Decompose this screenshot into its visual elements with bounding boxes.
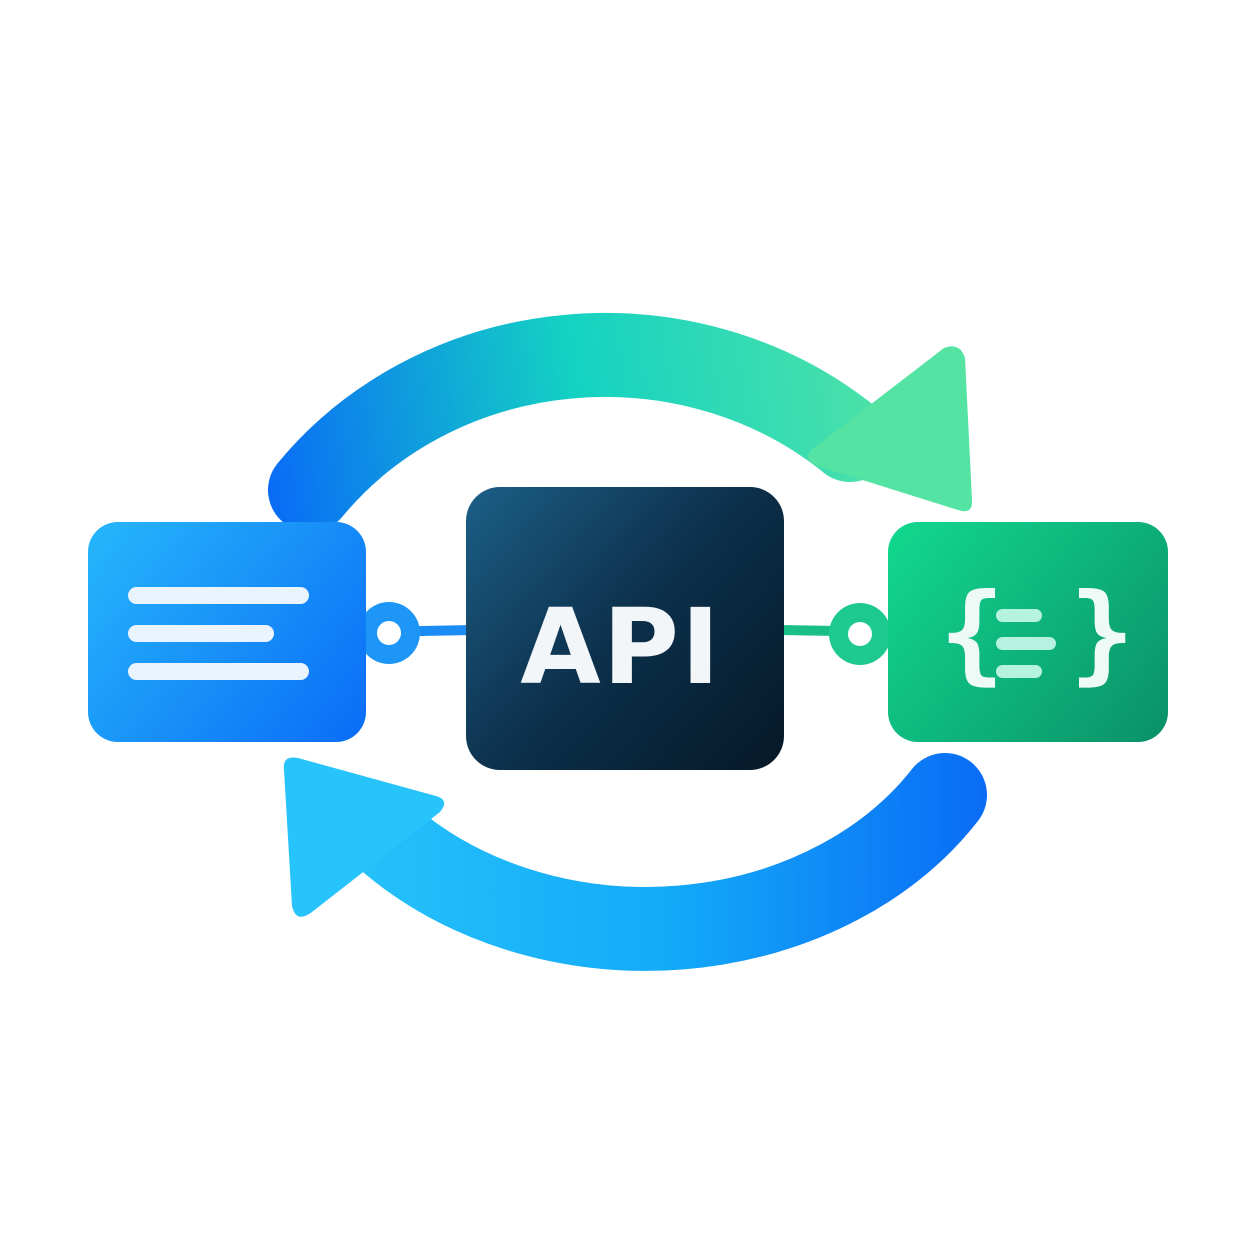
right-json-node: { } bbox=[888, 522, 1168, 742]
json-braces-icon: { } bbox=[939, 571, 1134, 696]
bottom-cycle-arrow bbox=[283, 753, 987, 971]
text-lines-icon bbox=[128, 587, 309, 680]
left-document-node bbox=[88, 522, 366, 742]
api-node: API bbox=[466, 487, 784, 770]
left-connector bbox=[358, 602, 476, 664]
brace-open: { bbox=[939, 571, 1004, 696]
right-connector bbox=[779, 603, 896, 665]
api-label: API bbox=[520, 586, 721, 708]
brace-close: } bbox=[1069, 571, 1134, 696]
top-cycle-arrow bbox=[268, 312, 973, 532]
